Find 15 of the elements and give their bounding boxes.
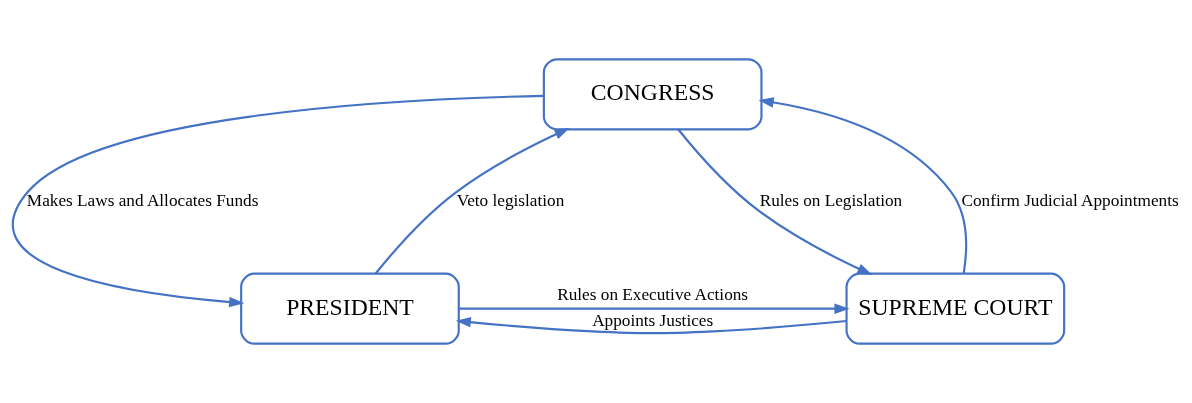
arrow [758, 97, 968, 274]
edge-label: Veto legislation [456, 190, 565, 210]
node-box: SUPREME COURT [845, 272, 1066, 345]
arrow [458, 303, 850, 314]
node-box: PRESIDENT [240, 272, 460, 345]
edge-label: Appoints Justices [592, 310, 714, 330]
arrow [374, 127, 570, 275]
arrow [12, 94, 544, 308]
node-box: CONGRESS [542, 58, 763, 131]
edge-label: Makes Laws and Allocates Funds [26, 190, 259, 210]
arrow [677, 128, 873, 276]
arrow [455, 316, 847, 335]
edge-label: Rules on Executive Actions [557, 284, 749, 304]
edge-label: Rules on Legislation [759, 190, 903, 210]
edge-label: Confirm Judicial Appointments [961, 190, 1179, 210]
